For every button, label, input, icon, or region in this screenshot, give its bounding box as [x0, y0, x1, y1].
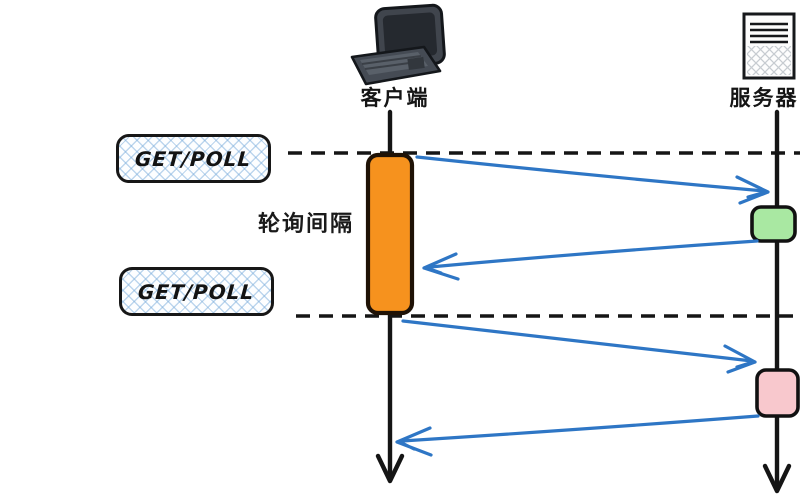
request-arrow-2 — [401, 319, 757, 374]
server-lifeline — [762, 109, 792, 494]
response-arrow-1 — [422, 239, 759, 281]
poll-badge-2-label: GET/POLL — [137, 279, 256, 304]
client-activation-bar — [365, 152, 415, 316]
keyboard — [350, 45, 442, 86]
server-process-box-pink — [755, 368, 800, 418]
desktop-computer-icon — [350, 3, 446, 86]
client-label: 客户端 — [360, 86, 430, 110]
server-label: 服务器 — [729, 86, 799, 110]
document-server-icon — [742, 12, 796, 80]
poll-badge-2: GET/POLL — [119, 267, 274, 316]
request-arrow-1 — [415, 155, 770, 205]
server-lifeline-arrowhead — [762, 463, 792, 494]
client-lifeline-arrowhead — [375, 453, 405, 484]
server-process-box-green — [750, 205, 797, 243]
poll-badge-1: GET/POLL — [116, 134, 271, 183]
response-arrow-2 — [395, 414, 760, 457]
poll-badge-1-label: GET/POLL — [134, 146, 253, 171]
interval-label: 轮询间隔 — [257, 212, 354, 237]
